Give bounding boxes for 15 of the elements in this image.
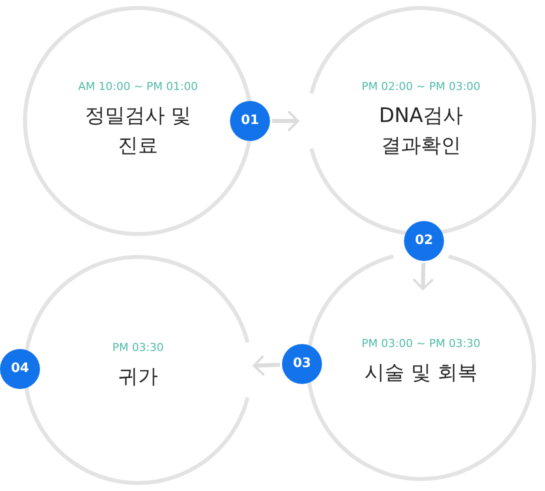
step-number-badge: 03 — [282, 344, 322, 384]
time-label: PM 03:00 ~ PM 03:30 — [362, 337, 480, 350]
step-number-badge: 01 — [230, 101, 270, 141]
step-number-badge: 02 — [404, 221, 444, 261]
step-title: DNA검사 결과확인 — [378, 102, 464, 159]
step-number-badge: 04 — [0, 349, 40, 389]
step-title: 정밀검사 및 진료 — [84, 102, 192, 159]
arrow — [412, 262, 434, 290]
step-title: 시술 및 회복 — [364, 359, 478, 386]
time-label: AM 10:00 ~ PM 01:00 — [78, 80, 198, 93]
arrow — [252, 355, 280, 376]
time-label: PM 02:00 ~ PM 03:00 — [362, 80, 480, 93]
arrow — [272, 110, 300, 132]
time-label: PM 03:30 — [112, 341, 164, 354]
step-title: 귀가 — [117, 363, 159, 390]
